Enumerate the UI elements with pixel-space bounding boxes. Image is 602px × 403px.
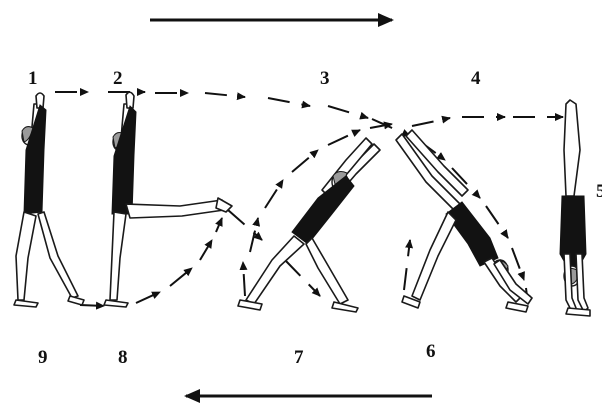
- gymnast-figure-1: [14, 93, 84, 307]
- gymnast-figure-5: [560, 100, 590, 316]
- step-label-7: 7: [294, 347, 304, 368]
- step-label-1: 1: [28, 68, 38, 89]
- gymnast-figure-6: [396, 130, 532, 312]
- step-label-3: 3: [320, 68, 330, 89]
- step-label-9: 9: [38, 347, 48, 368]
- step-label-2: 2: [113, 68, 123, 89]
- gymnast-figure-2: [104, 92, 232, 307]
- step-label-5: 5: [596, 181, 602, 202]
- step-label-4: 4: [471, 68, 481, 89]
- step-label-6: 6: [426, 341, 436, 362]
- step-label-8: 8: [118, 347, 128, 368]
